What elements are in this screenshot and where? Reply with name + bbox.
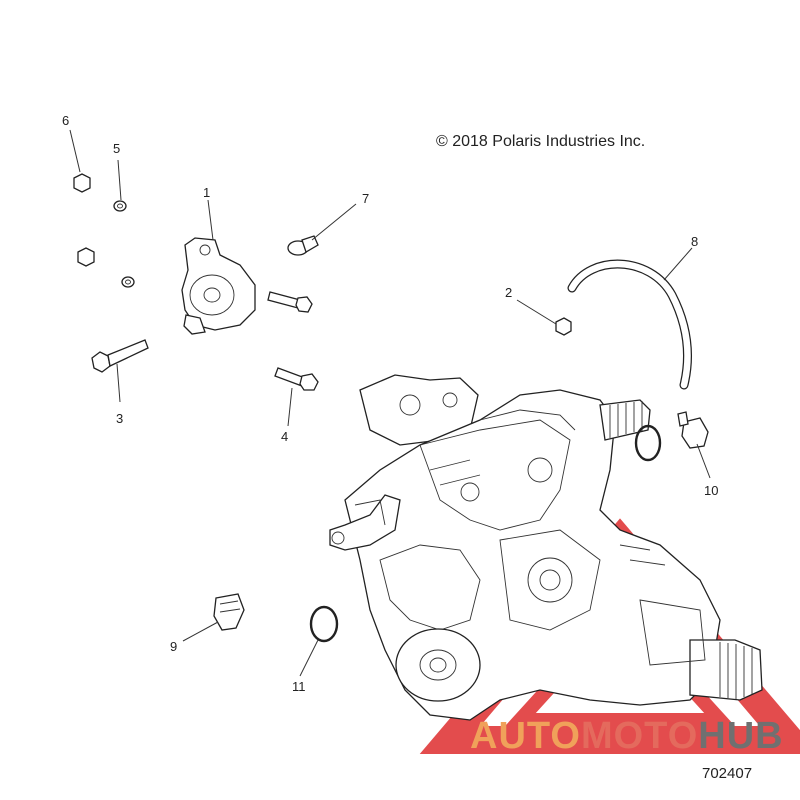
part-bolt-upper (267, 291, 313, 313)
callout-1: 1 (203, 185, 210, 200)
callout-9: 9 (170, 639, 177, 654)
callout-4: 4 (281, 429, 288, 444)
watermark-moto: MOTO (580, 715, 699, 757)
callout-numbers: 1 2 3 4 5 6 7 8 9 10 11 (62, 113, 718, 694)
part-3-bolt (91, 339, 149, 373)
callout-2: 2 (505, 285, 512, 300)
part-4-bolt (274, 367, 319, 391)
part-9-sensor (213, 593, 245, 631)
watermark-text: AUTOMOTOHUB (470, 715, 784, 758)
callout-8: 8 (691, 234, 698, 249)
callout-6: 6 (62, 113, 69, 128)
callout-7: 7 (362, 191, 369, 206)
part-7-plug (287, 235, 319, 256)
watermark-hub: HUB (698, 715, 784, 757)
part-2-nut (555, 317, 572, 336)
part-8-vent-hose (567, 259, 693, 390)
callout-11: 11 (292, 679, 306, 694)
callout-10: 10 (704, 483, 718, 498)
transmission-housing (329, 374, 763, 721)
part-10-sensor (677, 411, 709, 449)
drawing-number: 702407 (702, 765, 753, 782)
watermark-auto: AUTO (470, 715, 581, 757)
part-6-flange-nut (73, 173, 95, 267)
part-11-o-ring (309, 605, 339, 643)
leader-lines (69, 129, 711, 677)
part-o-ring-upper (634, 424, 662, 462)
callout-3: 3 (116, 411, 123, 426)
copyright-notice: © 2018 Polaris Industries Inc. (436, 133, 646, 150)
part-5-washer (113, 200, 135, 288)
part-1-actuator (181, 237, 256, 335)
callout-5: 5 (113, 141, 120, 156)
